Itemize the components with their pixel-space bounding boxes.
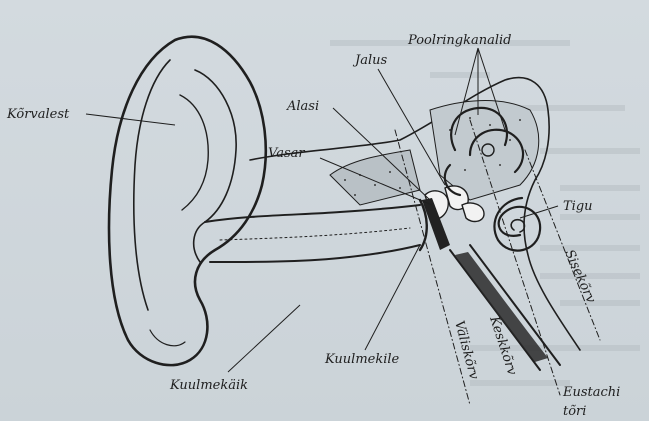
leader-lines bbox=[86, 48, 558, 372]
label-kuulmekaik: Kuulmekäik bbox=[169, 378, 248, 393]
label-jalus: Jalus bbox=[352, 53, 387, 68]
label-tori: tõri bbox=[563, 404, 586, 419]
label-eustachi: Eustachi bbox=[562, 385, 620, 400]
label-tigu: Tigu bbox=[563, 199, 593, 214]
label-korvalest: Kõrvalest bbox=[6, 107, 70, 122]
labels: Kõrvalest Alasi Jalus Poolringkanalid Va… bbox=[6, 33, 620, 419]
label-vasar: Vasar bbox=[268, 146, 305, 161]
label-kuulmekile: Kuulmekile bbox=[324, 352, 400, 367]
label-poolringkanalid: Poolringkanalid bbox=[407, 33, 512, 48]
pinna-outline bbox=[109, 37, 266, 365]
label-alasi: Alasi bbox=[286, 99, 319, 114]
cochlea bbox=[494, 198, 540, 251]
background-text-bleed bbox=[330, 40, 640, 386]
